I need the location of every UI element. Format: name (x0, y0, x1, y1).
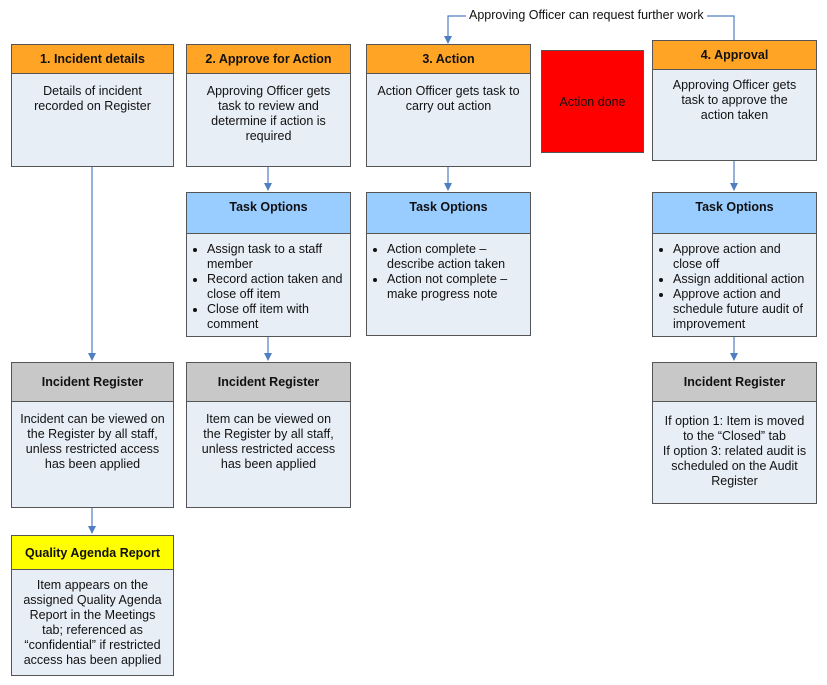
task-options-header-3: Task Options (366, 192, 531, 234)
incident-register-body-2: Item can be viewed on the Register by al… (186, 402, 351, 508)
approval-header: 4. Approval (652, 40, 817, 70)
incident-register-body-4: If option 1: Item is moved to the “Close… (652, 402, 817, 504)
task-option: Assign additional action (673, 272, 810, 287)
task-option: Action complete – describe action taken (387, 242, 524, 272)
action-body: Action Officer gets task to carry out ac… (366, 74, 531, 167)
task-option: Action not complete – make progress note (387, 272, 524, 302)
approve-for-action-body: Approving Officer gets task to review an… (186, 74, 351, 167)
task-options-body-3: Action complete – describe action taken … (366, 234, 531, 336)
approval-body: Approving Officer gets task to approve t… (652, 70, 817, 161)
task-options-list-4: Approve action and close off Assign addi… (659, 242, 810, 332)
task-option: Record action taken and close off item (207, 272, 344, 302)
further-work-note: Approving Officer can request further wo… (466, 8, 707, 22)
action-header: 3. Action (366, 44, 531, 74)
incident-details-body: Details of incident recorded on Register (11, 74, 174, 167)
action-done-box: Action done (541, 50, 644, 153)
task-options-header-4: Task Options (652, 192, 817, 234)
task-options-list-2: Assign task to a staff member Record act… (193, 242, 344, 332)
quality-agenda-report-header: Quality Agenda Report (11, 535, 174, 570)
incident-register-header-4: Incident Register (652, 362, 817, 402)
task-option: Approve action and schedule future audit… (673, 287, 810, 332)
incident-details-header: 1. Incident details (11, 44, 174, 74)
task-option: Close off item with comment (207, 302, 344, 332)
approve-for-action-header: 2. Approve for Action (186, 44, 351, 74)
task-option: Assign task to a staff member (207, 242, 344, 272)
quality-agenda-report-body: Item appears on the assigned Quality Age… (11, 570, 174, 676)
incident-register-header-1: Incident Register (11, 362, 174, 402)
task-options-body-4: Approve action and close off Assign addi… (652, 234, 817, 337)
incident-register-header-2: Incident Register (186, 362, 351, 402)
task-options-header-2: Task Options (186, 192, 351, 234)
task-options-list-3: Action complete – describe action taken … (373, 242, 524, 302)
incident-register-body-1: Incident can be viewed on the Register b… (11, 402, 174, 508)
task-option: Approve action and close off (673, 242, 810, 272)
task-options-body-2: Assign task to a staff member Record act… (186, 234, 351, 337)
